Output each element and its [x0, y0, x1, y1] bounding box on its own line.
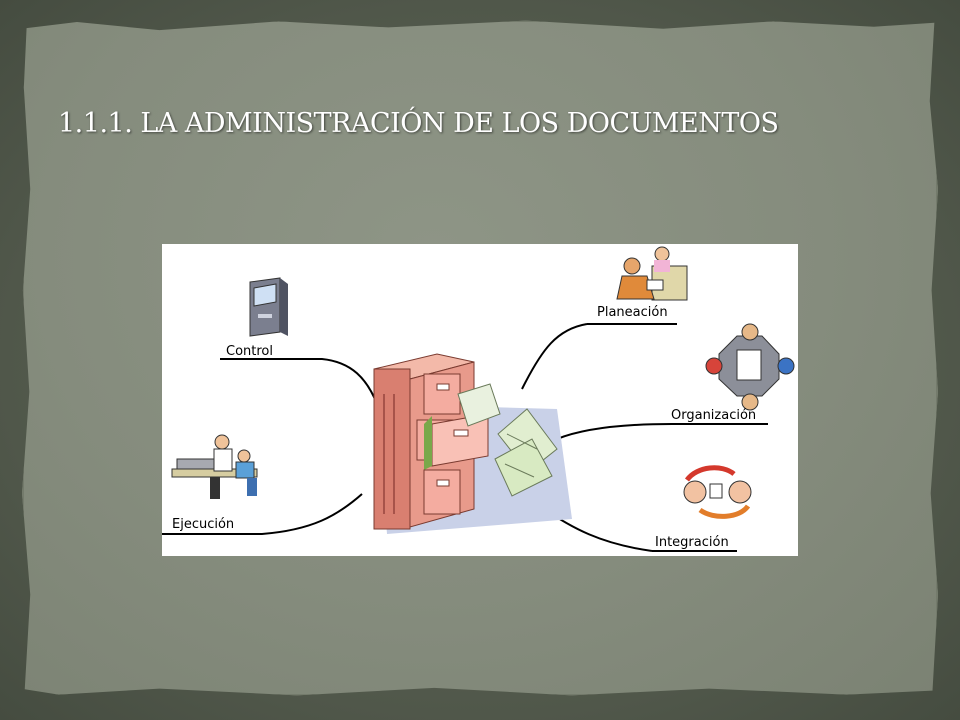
- branch-label-control: Control: [226, 344, 273, 359]
- connector-planeacion: [521, 323, 677, 390]
- team-circle-icon: [705, 323, 795, 411]
- meeting-icon: [616, 246, 688, 301]
- connector-ejecucion: [162, 493, 363, 535]
- archive-box-icon: [249, 277, 288, 337]
- filing-cabinet-icon: [373, 353, 572, 534]
- office-workers-icon: [171, 434, 258, 499]
- branch-label-ejecucion: Ejecución: [172, 517, 235, 532]
- branch-label-organizacion: Organización: [671, 408, 757, 423]
- branch-label-planeacion: Planeación: [597, 305, 668, 320]
- connector-organizacion: [556, 423, 768, 440]
- people-exchange-icon: [683, 465, 752, 519]
- mind-map-diagram: Control Ejecución Planeación Organizació…: [162, 244, 798, 556]
- slide-title: 1.1.1. LA ADMINISTRACIÓN DE LOS DOCUMENT…: [58, 108, 779, 139]
- connector-control: [220, 358, 378, 405]
- mind-map-canvas: [162, 246, 795, 552]
- branch-label-integracion: Integración: [655, 535, 729, 550]
